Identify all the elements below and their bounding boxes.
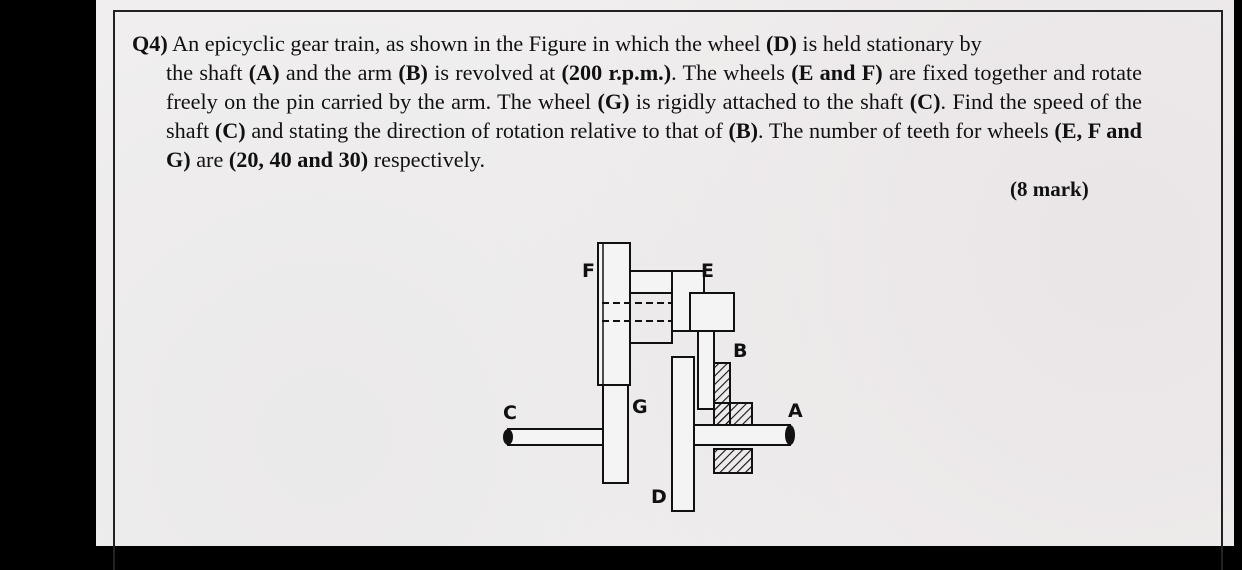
question-text-segment: and the arm (279, 59, 399, 85)
question-text-segment: (C) (909, 88, 941, 114)
wheel-e (671, 270, 735, 332)
epicyclic-gear-figure: F E B C G A D (503, 242, 803, 512)
question-number: Q4) (132, 31, 168, 56)
question-text-segment: is revolved at (427, 59, 562, 85)
question-text-segment: respectively. (368, 146, 485, 172)
question-text-segment: (C) (214, 117, 246, 143)
page-frame (113, 10, 1223, 570)
question-line1-a: An epicyclic gear train, as shown in the… (172, 31, 767, 56)
hub-ef (602, 270, 690, 344)
label-c: C (503, 402, 517, 424)
question-text-segment: and stating the direction of rotation re… (245, 117, 729, 143)
question-text-segment: (200 r.p.m.) (561, 59, 672, 85)
question-text-segment: the shaft (166, 59, 249, 85)
label-e: E (701, 260, 714, 282)
question-block: Q4) An epicyclic gear train, as shown in… (132, 30, 1142, 175)
bearing-hatched (713, 362, 753, 474)
wheel-f (597, 242, 631, 386)
question-text-segment: . The wheels (671, 59, 792, 85)
question-text-segment: . Find the speed of the shaft (166, 88, 1142, 143)
question-text-segment: (E and F) (791, 59, 883, 85)
question-line1-c: is held stationary by (796, 31, 982, 56)
question-text-segment: is rigidly attached to the shaft (629, 88, 910, 114)
label-b: B (733, 340, 747, 362)
shaft-c (503, 428, 604, 446)
label-d: D (651, 486, 667, 508)
question-text-segment: (A) (248, 59, 280, 85)
question-first-line: An epicyclic gear train, as shown in the… (172, 31, 982, 56)
question-text-segment: . The number of teeth for wheels (758, 117, 1055, 143)
mark-allocation: (8 mark) (1010, 177, 1089, 201)
wheel-d (671, 356, 695, 512)
label-a: A (788, 400, 803, 422)
label-f: F (582, 260, 595, 282)
question-text-segment: (B) (728, 117, 759, 143)
question-text-segment: are (190, 146, 229, 172)
question-text-segment: are fixed together and rotate freely on … (166, 59, 1142, 114)
question-text-segment: (B) (398, 59, 428, 85)
wheel-g (602, 384, 629, 484)
arm-b (697, 330, 715, 410)
label-g: G (632, 396, 648, 418)
question-body: the shaft (A) and the arm (B) is revolve… (166, 59, 1142, 175)
question-line1-d: (D) (766, 31, 797, 56)
question-text-segment: (20, 40 and 30) (228, 146, 369, 172)
question-text-segment: (E, F and G) (166, 117, 1142, 172)
question-text-segment: (G) (597, 88, 630, 114)
shaft-a (693, 424, 795, 446)
